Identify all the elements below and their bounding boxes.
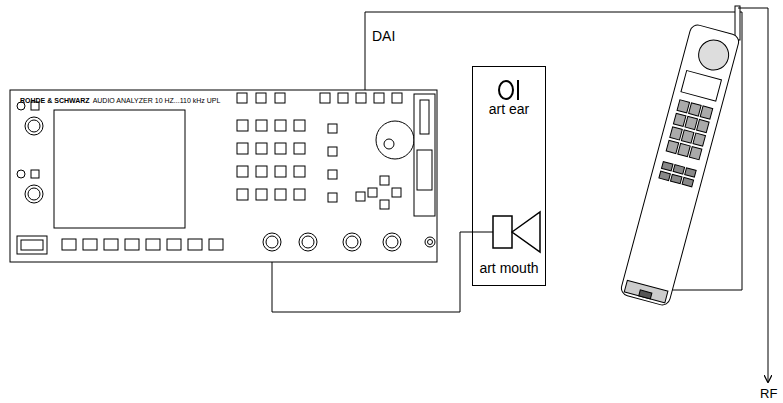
disk-slot bbox=[414, 94, 435, 216]
node-label: art ear bbox=[489, 101, 529, 117]
left-jacks bbox=[17, 102, 47, 254]
signal-cable bbox=[272, 232, 472, 312]
display-screen bbox=[54, 110, 185, 228]
softkey-row bbox=[62, 239, 223, 250]
panel-label: AUDIO ANALYZER 10 HZ...110 kHz UPL bbox=[93, 97, 221, 104]
signal-label: RF bbox=[758, 386, 779, 401]
analyzer-panel bbox=[10, 90, 437, 262]
mouth-speaker-symbol bbox=[493, 216, 512, 248]
mouth-wire bbox=[472, 232, 493, 233]
audio-analyzer: ROHDE & SCHWARZAUDIO ANALYZER 10 HZ...11… bbox=[10, 90, 437, 262]
art-head-symbols bbox=[472, 80, 540, 252]
artificial-head-box: art ear art mouth bbox=[472, 66, 546, 286]
rf-arrow bbox=[738, 8, 768, 382]
mobile-phone bbox=[620, 6, 741, 307]
panel-label: ROHDE & SCHWARZ bbox=[20, 97, 90, 104]
output-connectors bbox=[263, 233, 435, 251]
rotary-knob bbox=[376, 121, 414, 159]
node-label: art mouth bbox=[479, 260, 538, 276]
ear-symbol bbox=[499, 81, 513, 99]
interface-label: DAI bbox=[370, 28, 397, 44]
cursor-keys bbox=[356, 176, 401, 209]
